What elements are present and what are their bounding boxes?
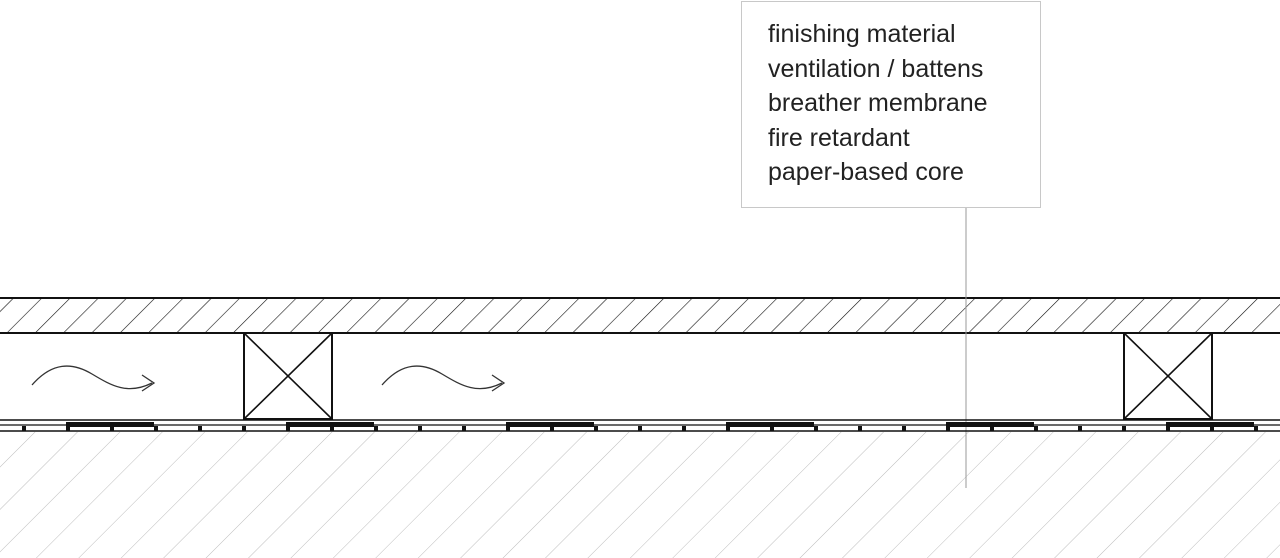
membrane-tick: [1210, 426, 1214, 431]
membrane-tick: [726, 426, 730, 431]
membrane-tick: [1122, 426, 1126, 431]
membrane-tick: [1254, 426, 1258, 431]
membrane-tick: [374, 426, 378, 431]
membrane-tick: [506, 426, 510, 431]
membrane-tick: [1034, 426, 1038, 431]
membrane-tick: [418, 426, 422, 431]
membrane-tick: [990, 426, 994, 431]
membrane-tick: [22, 426, 26, 431]
membrane-bar: [726, 422, 814, 427]
legend-paper-based-core: paper-based core: [768, 158, 964, 186]
airflow-arrow-right: [381, 365, 506, 392]
legend-ventilation-battens: ventilation / battens: [768, 54, 984, 83]
membrane-tick: [770, 426, 774, 431]
membrane-bar: [506, 422, 594, 427]
membrane-tick: [858, 426, 862, 431]
finishing-material-layer: [0, 297, 1280, 334]
membrane-tick: [814, 426, 818, 431]
legend-breather-membrane: breather membrane: [768, 89, 988, 117]
membrane-tick: [154, 426, 158, 431]
membrane-tick: [110, 426, 114, 431]
membrane-bar: [946, 422, 1034, 427]
membrane-tick: [902, 426, 906, 431]
membrane-tick: [242, 426, 246, 431]
airflow-arrow-left: [31, 365, 156, 392]
batten-right: [1123, 332, 1213, 420]
batten-left: [243, 332, 333, 420]
membrane-tick: [462, 426, 466, 431]
layer-legend: finishing material ventilation / battens…: [741, 1, 1041, 208]
membrane-tick: [330, 426, 334, 431]
membrane-tick: [1166, 426, 1170, 431]
paper-based-core-layer: [0, 432, 1280, 558]
legend-finishing-material: finishing material: [768, 20, 956, 48]
membrane-tick: [66, 426, 70, 431]
fire-retardant-dashes: [22, 422, 1258, 431]
membrane-tick: [286, 426, 290, 431]
legend-fire-retardant: fire retardant: [768, 123, 910, 152]
membrane-tick: [550, 426, 554, 431]
membrane-bar: [66, 422, 154, 427]
membrane-bar: [1166, 422, 1254, 427]
membrane-tick: [946, 426, 950, 431]
membrane-tick: [682, 426, 686, 431]
membrane-tick: [638, 426, 642, 431]
membrane-tick: [198, 426, 202, 431]
membrane-tick: [1078, 426, 1082, 431]
membrane-tick: [594, 426, 598, 431]
membrane-bar: [286, 422, 374, 427]
